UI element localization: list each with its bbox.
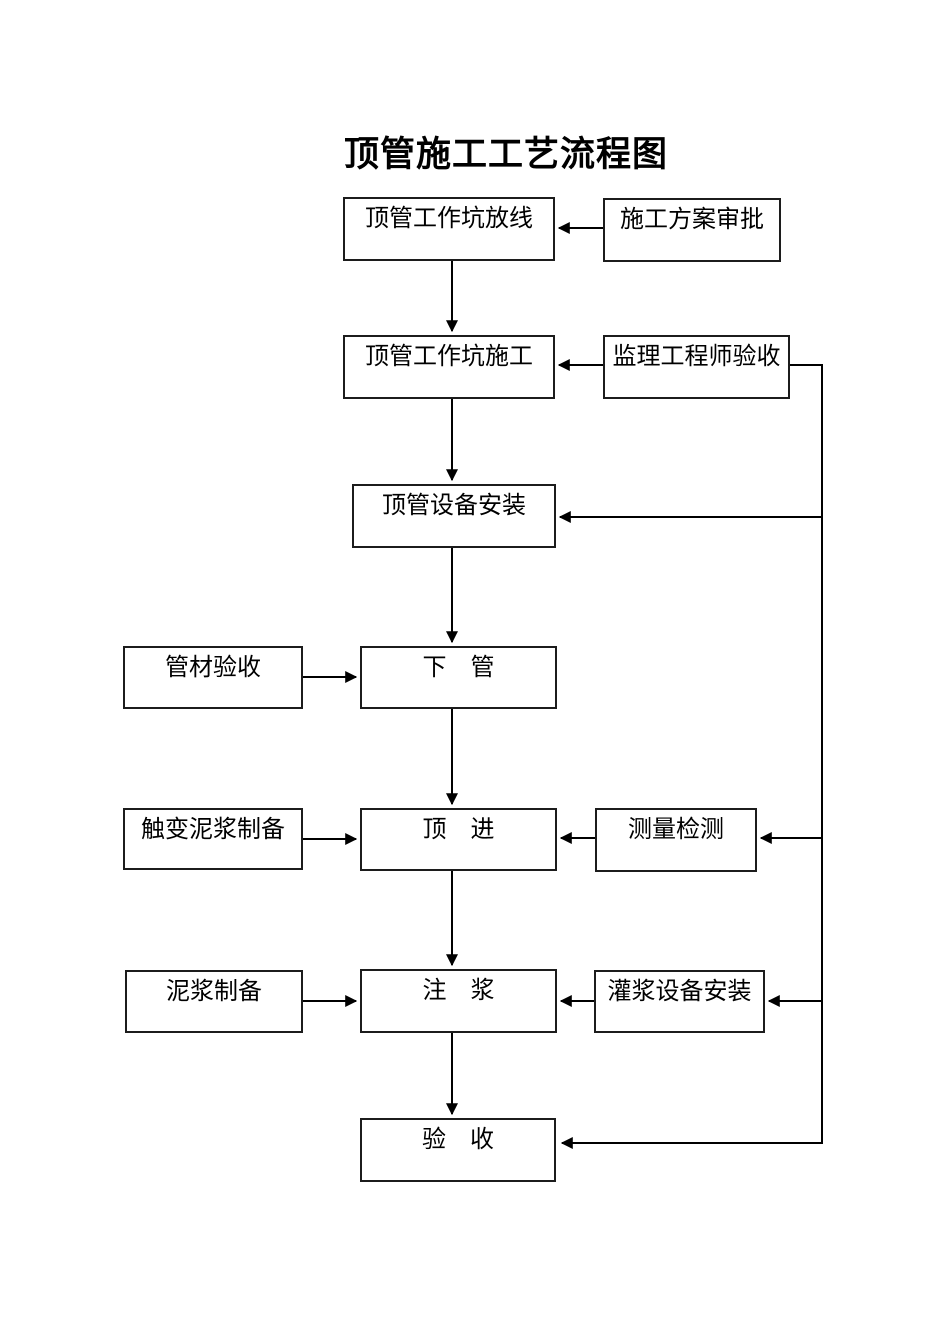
node-pit-layout: 顶管工作坑放线	[343, 197, 555, 261]
node-jacking: 顶 进	[360, 808, 557, 871]
node-grouting-equipment-install: 灌浆设备安装	[594, 970, 765, 1033]
node-survey-check: 测量检测	[595, 808, 757, 872]
node-slurry-prep: 泥浆制备	[125, 970, 303, 1033]
node-thixotropic-slurry-prep-label: 触变泥浆制备	[141, 817, 285, 843]
node-acceptance: 验 收	[360, 1118, 556, 1182]
node-grouting: 注 浆	[360, 969, 557, 1033]
node-grouting-label: 注 浆	[422, 978, 495, 1004]
node-supervisor-acceptance: 监理工程师验收	[603, 335, 790, 399]
node-pipe-inspection-label: 管材验收	[165, 655, 261, 681]
node-plan-approval-label: 施工方案审批	[620, 207, 764, 233]
node-plan-approval: 施工方案审批	[603, 198, 781, 262]
node-equipment-install-label: 顶管设备安装	[382, 493, 526, 519]
node-pipe-lowering-label: 下 管	[422, 655, 495, 681]
node-jacking-label: 顶 进	[422, 817, 495, 843]
node-thixotropic-slurry-prep: 触变泥浆制备	[123, 808, 303, 870]
node-pipe-inspection: 管材验收	[123, 646, 303, 709]
node-equipment-install: 顶管设备安装	[352, 484, 556, 548]
node-survey-check-label: 测量检测	[628, 817, 724, 843]
node-supervisor-acceptance-label: 监理工程师验收	[612, 344, 781, 370]
diagram-title: 顶管施工工艺流程图	[344, 135, 669, 174]
node-pit-layout-label: 顶管工作坑放线	[365, 206, 533, 232]
node-pit-construction-label: 顶管工作坑施工	[365, 344, 533, 370]
node-acceptance-label: 验 收	[422, 1127, 494, 1153]
node-pit-construction: 顶管工作坑施工	[343, 335, 555, 399]
node-slurry-prep-label: 泥浆制备	[166, 979, 262, 1005]
node-grouting-equipment-install-label: 灌浆设备安装	[607, 979, 752, 1005]
node-pipe-lowering: 下 管	[360, 646, 557, 709]
